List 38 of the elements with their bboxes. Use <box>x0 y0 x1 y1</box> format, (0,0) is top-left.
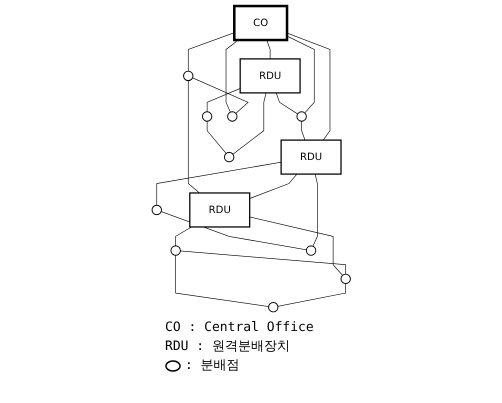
connector <box>206 88 240 112</box>
node-circle <box>170 245 181 256</box>
connector <box>286 36 314 114</box>
node-circle <box>306 245 316 256</box>
connector <box>180 250 346 274</box>
connector <box>286 32 330 140</box>
node-circle <box>226 111 238 122</box>
node-box: RDU <box>188 192 250 228</box>
legend-text: : 분배점 <box>185 357 240 375</box>
connector <box>266 40 270 60</box>
connector <box>232 92 266 155</box>
node-circle <box>202 111 212 122</box>
node-box: CO <box>232 4 288 42</box>
connector <box>249 174 297 199</box>
connector <box>249 216 343 276</box>
node-circle <box>296 111 307 122</box>
connector <box>301 120 306 140</box>
connector <box>188 32 234 72</box>
node-box: RDU <box>280 139 342 175</box>
connector <box>277 283 346 307</box>
connector <box>192 78 248 114</box>
legend-text: CO : Central Office <box>165 319 314 337</box>
node-circle <box>340 274 351 284</box>
node-box: RDU <box>239 58 300 94</box>
connector <box>175 254 269 307</box>
legend-text: RDU : 원격분배장치 <box>165 338 290 356</box>
node-circle <box>224 152 234 162</box>
connector <box>276 92 298 114</box>
connector <box>206 120 226 154</box>
node-circle <box>268 302 278 312</box>
connector <box>175 226 192 246</box>
connector <box>160 211 306 250</box>
connector <box>225 40 238 113</box>
connector <box>156 162 282 206</box>
node-circle <box>182 70 194 82</box>
node-circle <box>151 204 162 216</box>
connector <box>312 174 318 247</box>
connector <box>188 80 200 194</box>
